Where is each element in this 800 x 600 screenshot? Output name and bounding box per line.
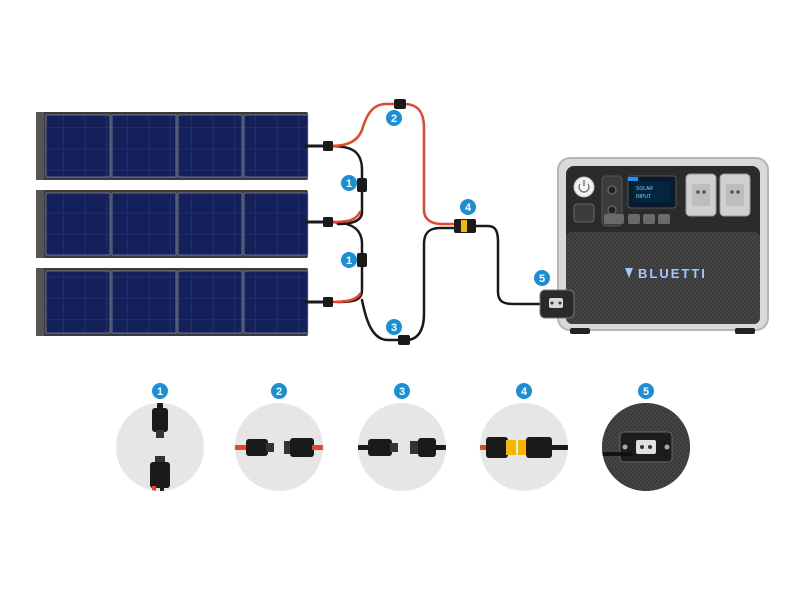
callout-badge-3: 3 bbox=[386, 319, 402, 335]
solar-cell bbox=[111, 114, 177, 178]
svg-text:1: 1 bbox=[346, 178, 352, 190]
detail-badge-5: 5 bbox=[638, 383, 654, 399]
detail-black-mc4-connector bbox=[358, 403, 446, 491]
screen-line2: INPUT bbox=[636, 194, 651, 200]
svg-text:5: 5 bbox=[539, 273, 545, 285]
detail-badge-3: 3 bbox=[394, 383, 410, 399]
callout-badge-1b: 1 bbox=[341, 252, 357, 268]
detail-badge-1: 1 bbox=[152, 383, 168, 399]
svg-text:5: 5 bbox=[643, 386, 649, 398]
brand-name: BLUETTI bbox=[638, 266, 707, 281]
svg-text:1: 1 bbox=[157, 386, 163, 398]
detail-input-port bbox=[602, 403, 690, 491]
solar-cell bbox=[111, 270, 177, 334]
svg-text:3: 3 bbox=[391, 322, 397, 334]
svg-text:1: 1 bbox=[346, 255, 352, 267]
detail-row: 1 2 3 4 5 bbox=[116, 383, 690, 491]
xt90-input-port bbox=[539, 289, 575, 319]
power-button-icon bbox=[573, 176, 595, 198]
solar-cell bbox=[177, 270, 243, 334]
svg-text:3: 3 bbox=[399, 386, 405, 398]
solar-cell bbox=[45, 192, 111, 256]
detail-xt90-adapter bbox=[480, 403, 568, 491]
svg-text:2: 2 bbox=[276, 386, 282, 398]
solar-cell bbox=[177, 192, 243, 256]
detail-branch-connector bbox=[116, 403, 204, 491]
solar-cell bbox=[45, 270, 111, 334]
bluetti-logo-icon bbox=[625, 268, 633, 278]
solar-panel-edge bbox=[36, 190, 44, 258]
detail-badge-4: 4 bbox=[516, 383, 532, 399]
usb-ports bbox=[604, 214, 670, 224]
solar-cell bbox=[45, 114, 111, 178]
callout-badge-2: 2 bbox=[386, 110, 402, 126]
svg-text:2: 2 bbox=[391, 113, 397, 125]
screen-line1: SOLAR bbox=[636, 186, 653, 192]
solar-panels bbox=[36, 112, 309, 336]
diagram-callouts: 1 1 2 3 4 5 bbox=[341, 110, 550, 335]
callout-badge-4: 4 bbox=[460, 199, 476, 215]
solar-panel-edge bbox=[36, 112, 44, 180]
svg-text:4: 4 bbox=[521, 386, 528, 398]
solar-cell bbox=[111, 192, 177, 256]
solar-cell bbox=[243, 114, 309, 178]
solar-panel-edge bbox=[36, 268, 44, 336]
cable-connectors bbox=[323, 99, 476, 345]
solar-cell bbox=[243, 192, 309, 256]
svg-text:4: 4 bbox=[465, 202, 472, 214]
callout-badge-1a: 1 bbox=[341, 175, 357, 191]
detail-red-mc4-connector bbox=[235, 403, 323, 491]
power-station: SOLAR INPUT BLUETTI bbox=[539, 157, 769, 334]
ac-outlets bbox=[685, 173, 751, 217]
solar-cell bbox=[243, 270, 309, 334]
cables bbox=[304, 102, 550, 342]
detail-badge-2: 2 bbox=[271, 383, 287, 399]
callout-badge-5: 5 bbox=[534, 270, 550, 286]
solar-cell bbox=[177, 114, 243, 178]
